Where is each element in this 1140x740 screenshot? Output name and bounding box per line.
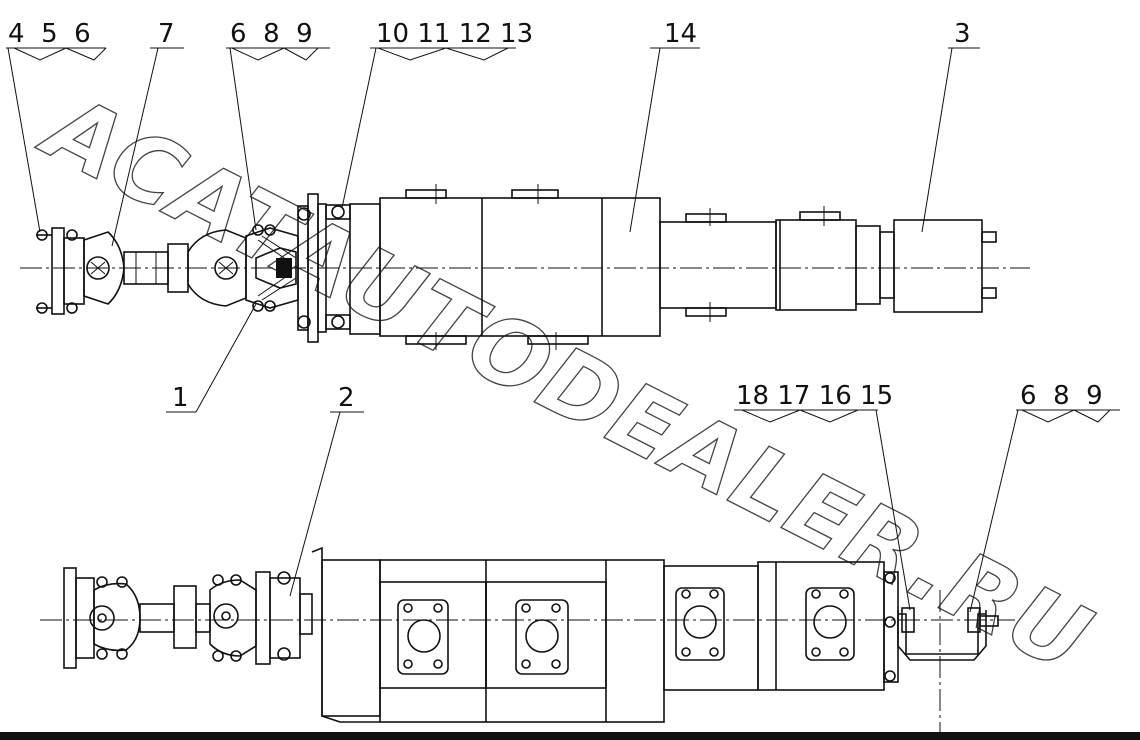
top-rear-sections xyxy=(659,206,997,322)
bottom-joints xyxy=(89,574,257,662)
leader-lines xyxy=(6,47,1120,613)
port-2 xyxy=(515,599,569,675)
port-4 xyxy=(805,587,855,661)
bottom-bracket xyxy=(897,607,999,661)
bottom-pump-body xyxy=(311,546,665,723)
port-1 xyxy=(397,599,449,675)
bottom-border xyxy=(0,732,1140,740)
callout-10-11-12-13: 10 11 12 13 xyxy=(376,19,533,49)
callout-7: 7 xyxy=(158,19,175,49)
callout-3: 3 xyxy=(954,19,971,49)
top-left-flange xyxy=(36,227,85,315)
callout-6-8-9-top: 6 8 9 xyxy=(230,19,313,49)
top-joint-left xyxy=(83,231,189,305)
callout-18-17-16-15: 18 17 16 15 xyxy=(736,381,893,411)
bottom-view xyxy=(40,546,1015,740)
callout-1: 1 xyxy=(172,383,189,413)
top-mount-flange xyxy=(297,193,351,343)
top-coupling xyxy=(245,224,299,312)
bottom-coupling xyxy=(255,571,313,665)
callout-14: 14 xyxy=(664,19,697,49)
port-3 xyxy=(675,587,725,661)
callout-2: 2 xyxy=(338,383,355,413)
top-view xyxy=(20,184,1030,350)
bottom-rear-sections xyxy=(663,561,899,691)
callout-4-5-6: 4 5 6 xyxy=(8,19,91,49)
callout-6-8-9-bottom: 6 8 9 xyxy=(1020,381,1103,411)
